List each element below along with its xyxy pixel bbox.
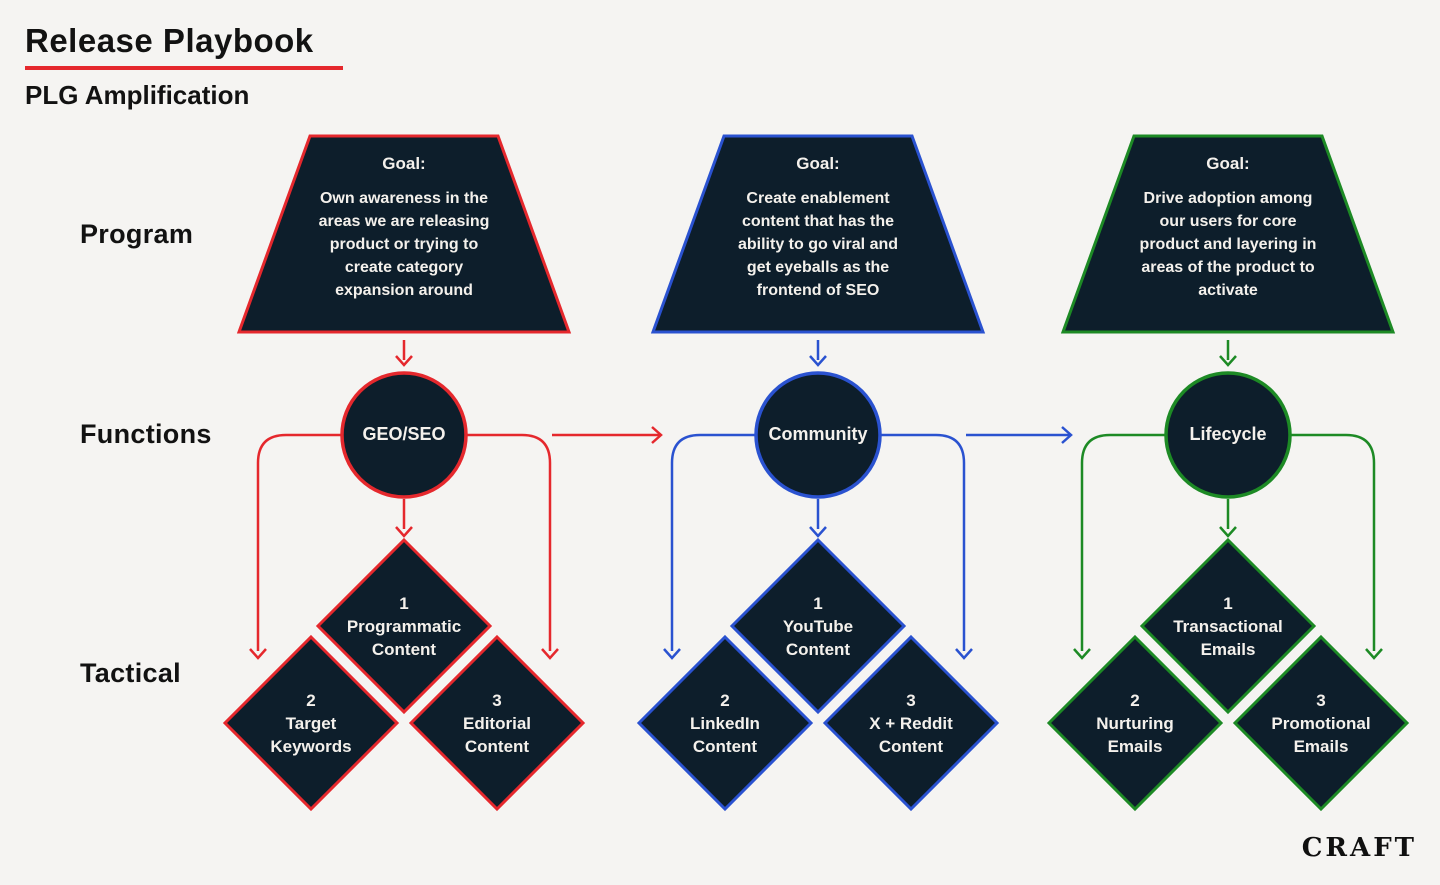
tactic-text: Transactional Emails (1173, 617, 1283, 659)
page-title: Release Playbook (25, 22, 314, 59)
tactic-number: 1 (813, 594, 823, 613)
arrow-geo-seo-to-tactic1 (395, 499, 413, 538)
tactic-text: Editorial Content (462, 714, 531, 756)
function-label-geo-seo: GEO/SEO (362, 424, 446, 444)
arrow-goal-to-geo-seo (395, 340, 413, 367)
tactic-number: 3 (906, 691, 916, 710)
tactic-number: 3 (1316, 691, 1326, 710)
goal-text-community: Goal: Create enablement content that has… (698, 154, 938, 302)
tactic-text: LinkedIn Content (690, 714, 760, 756)
arrow-goal-to-lifecycle (1219, 340, 1237, 367)
row-label-tactical: Tactical (80, 658, 181, 688)
tactic-number: 3 (492, 691, 502, 710)
tactic-label-target-keywords: 2 Target Keywords (221, 689, 401, 758)
arrow-community-to-lifecycle (966, 426, 1073, 444)
tactic-number: 2 (306, 691, 316, 710)
tactic-text: X + Reddit Content (869, 714, 953, 756)
tactic-label-transactional-emails: 1 Transactional Emails (1138, 592, 1318, 661)
function-label-community: Community (768, 424, 868, 444)
title-underline (25, 66, 343, 70)
connector-geo-seo-left (249, 433, 342, 660)
tactic-text: Nurturing Emails (1096, 714, 1174, 756)
arrow-goal-to-community (809, 340, 827, 367)
tactic-text: Target Keywords (270, 714, 352, 756)
program-trapezoid-community (650, 134, 986, 334)
connector-geo-seo-right (466, 433, 559, 660)
program-trapezoid-geo-seo (236, 134, 572, 334)
goal-body: Own awareness in the areas we are releas… (318, 190, 490, 299)
diamond-nurturing-emails (1046, 634, 1224, 812)
row-label-functions: Functions (80, 419, 212, 449)
diamond-programmatic-content (315, 537, 493, 715)
goal-body: Create enablement content that has the a… (737, 190, 899, 299)
program-trapezoid-lifecycle (1060, 134, 1396, 334)
tactic-label-youtube-content: 1 YouTube Content (728, 592, 908, 661)
arrow-lifecycle-to-tactic1 (1219, 499, 1237, 538)
diamond-transactional-emails (1139, 537, 1317, 715)
tactic-number: 2 (720, 691, 730, 710)
tactic-label-editorial-content: 3 Editorial Content (407, 689, 587, 758)
goal-text-lifecycle: Goal: Drive adoption among our users for… (1108, 154, 1348, 302)
connector-community-left (663, 433, 756, 660)
diamond-x-reddit-content (822, 634, 1000, 812)
tactic-label-promotional-emails: 3 Promotional Emails (1231, 689, 1411, 758)
diamond-youtube-content (729, 537, 907, 715)
arrow-community-to-tactic1 (809, 499, 827, 538)
diamond-editorial-content (408, 634, 586, 812)
tactic-text: Programmatic Content (346, 617, 462, 659)
goal-body: Drive adoption among our users for core … (1139, 190, 1317, 299)
tactic-text: Promotional Emails (1271, 714, 1371, 756)
tactic-label-x-reddit-content: 3 X + Reddit Content (821, 689, 1001, 758)
diamond-linkedin-content (636, 634, 814, 812)
connector-community-right (880, 433, 973, 660)
tactic-text: YouTube Content (782, 617, 854, 659)
craft-logo: CRAFT (1301, 833, 1417, 863)
goal-heading: Goal: (796, 154, 840, 173)
goal-heading: Goal: (1206, 154, 1250, 173)
tactic-number: 1 (1223, 594, 1233, 613)
connector-lifecycle-left (1073, 433, 1166, 660)
page-subtitle: PLG Amplification (25, 80, 250, 110)
diamond-promotional-emails (1232, 634, 1410, 812)
goal-heading: Goal: (382, 154, 426, 173)
tactic-label-nurturing-emails: 2 Nurturing Emails (1045, 689, 1225, 758)
diamond-target-keywords (222, 634, 400, 812)
function-label-lifecycle: Lifecycle (1189, 424, 1267, 444)
connector-lifecycle-right (1290, 433, 1383, 660)
tactic-number: 2 (1130, 691, 1140, 710)
arrow-geo-seo-to-community (552, 426, 663, 444)
goal-text-geo-seo: Goal: Own awareness in the areas we are … (284, 154, 524, 302)
tactic-number: 1 (399, 594, 409, 613)
row-label-program: Program (80, 219, 194, 249)
tactic-label-linkedin-content: 2 LinkedIn Content (635, 689, 815, 758)
tactic-label-programmatic-content: 1 Programmatic Content (314, 592, 494, 661)
